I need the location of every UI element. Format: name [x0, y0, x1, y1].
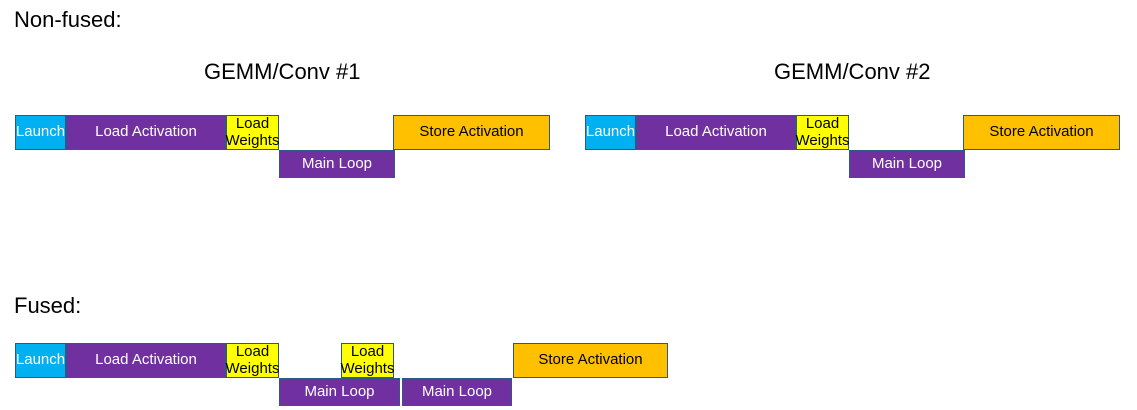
bar-launch: Launch [15, 343, 66, 378]
bar-main-loop: Main Loop [279, 378, 400, 406]
bar-load-activation: Load Activation [636, 115, 796, 150]
bar-launch: Launch [585, 115, 636, 150]
bar-main-loop: Main Loop [279, 150, 395, 178]
bar-store-activation: Store Activation [393, 115, 550, 150]
group-title-gemm-conv-2: GEMM/Conv #2 [774, 59, 931, 84]
bar-load-activation: Load Activation [66, 115, 226, 150]
section-heading-non-fused: Non-fused: [14, 7, 122, 32]
bar-load-weights: Load Weights [225, 343, 280, 378]
bar-load-weights: Load Weights [340, 343, 395, 378]
group-title-gemm-conv-1: GEMM/Conv #1 [204, 59, 361, 84]
section-heading-fused: Fused: [14, 293, 82, 318]
bar-load-weights: Load Weights [795, 115, 850, 150]
bar-load-weights: Load Weights [225, 115, 280, 150]
bar-store-activation: Store Activation [963, 115, 1120, 150]
bar-launch: Launch [15, 115, 66, 150]
bar-load-activation: Load Activation [66, 343, 226, 378]
bar-store-activation: Store Activation [513, 343, 668, 378]
bar-main-loop: Main Loop [402, 378, 512, 406]
bar-main-loop: Main Loop [849, 150, 965, 178]
